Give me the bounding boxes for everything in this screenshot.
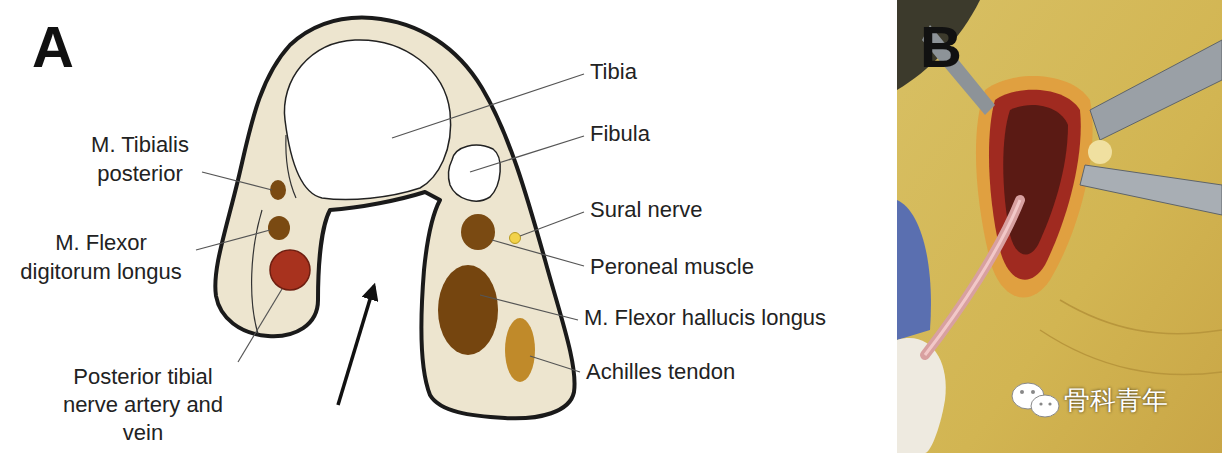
cross-section [196, 18, 584, 419]
leader-line [392, 74, 584, 138]
structure-label: Sural nerve [590, 196, 703, 224]
sural-nerve [510, 233, 521, 244]
retinaculum-line [286, 135, 296, 198]
tibialis-posterior [270, 180, 286, 200]
flexor-digitorum-longus [268, 216, 290, 240]
tibia-bone [284, 40, 450, 200]
structure-label: Tibia [590, 58, 637, 86]
approach-arrow [338, 286, 374, 405]
leader-line [196, 230, 270, 250]
structure-label: Fibula [590, 120, 650, 148]
flexor-hallucis-longus [438, 265, 498, 355]
neurovascular-bundle [270, 250, 310, 290]
leader-line [470, 136, 584, 172]
structure-label: M. Tibialis posterior [72, 130, 208, 188]
wechat-icon [1012, 383, 1059, 417]
retinaculum-line [252, 210, 262, 334]
peroneal-muscle [461, 214, 495, 250]
panel-letter: A [32, 14, 74, 80]
leader-line [480, 295, 578, 320]
structure-label: Peroneal muscle [590, 253, 754, 281]
leader-line [520, 212, 584, 236]
watermark: 骨科青年 [1064, 384, 1168, 416]
leader-line [202, 172, 272, 190]
leader-line [492, 240, 584, 266]
soft-tissue-outline [215, 18, 574, 419]
structure-label: M. Flexor hallucis longus [584, 304, 826, 332]
structure-label: Posterior tibial nerve artery and vein [60, 363, 226, 447]
panel-letter: B [920, 14, 962, 80]
leader-line [530, 356, 580, 372]
surgical-photo [897, 0, 1222, 453]
structure-label: M. Flexor digitorum longus [8, 228, 194, 286]
leader-line [238, 289, 282, 362]
structure-label: Achilles tendon [586, 358, 735, 386]
achilles-tendon [505, 318, 535, 382]
fibula-bone [449, 145, 501, 201]
